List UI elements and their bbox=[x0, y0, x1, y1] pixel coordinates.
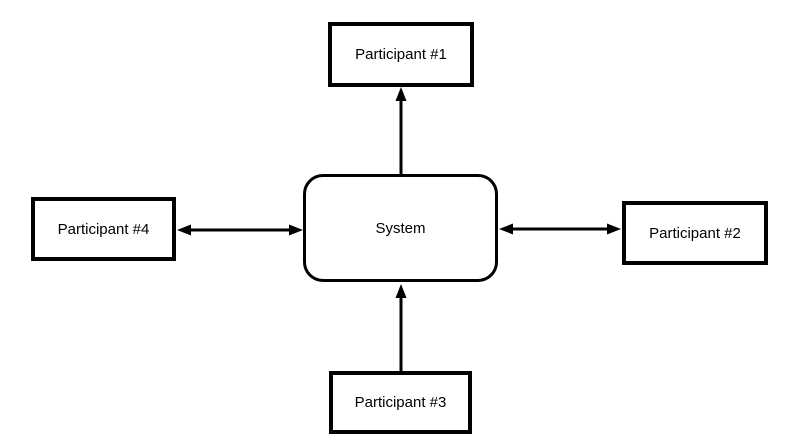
node-system-label: System bbox=[375, 219, 426, 237]
node-participant-3-label: Participant #3 bbox=[354, 394, 447, 411]
node-participant-4: Participant #4 bbox=[31, 197, 176, 261]
node-system: System bbox=[303, 174, 498, 282]
node-participant-2-label: Participant #2 bbox=[649, 224, 741, 242]
arrow-system-participant-4-bidirectional bbox=[177, 224, 303, 236]
node-participant-4-label: Participant #4 bbox=[57, 220, 150, 238]
node-participant-1: Participant #1 bbox=[328, 22, 474, 87]
arrow-system-participant-2-bidirectional bbox=[499, 223, 621, 235]
node-participant-2: Participant #2 bbox=[622, 201, 768, 265]
arrow-participant-3-to-system bbox=[395, 284, 407, 371]
node-participant-1-label: Participant #1 bbox=[355, 46, 447, 63]
arrow-system-to-participant-1 bbox=[395, 87, 407, 174]
node-participant-3: Participant #3 bbox=[329, 371, 472, 434]
